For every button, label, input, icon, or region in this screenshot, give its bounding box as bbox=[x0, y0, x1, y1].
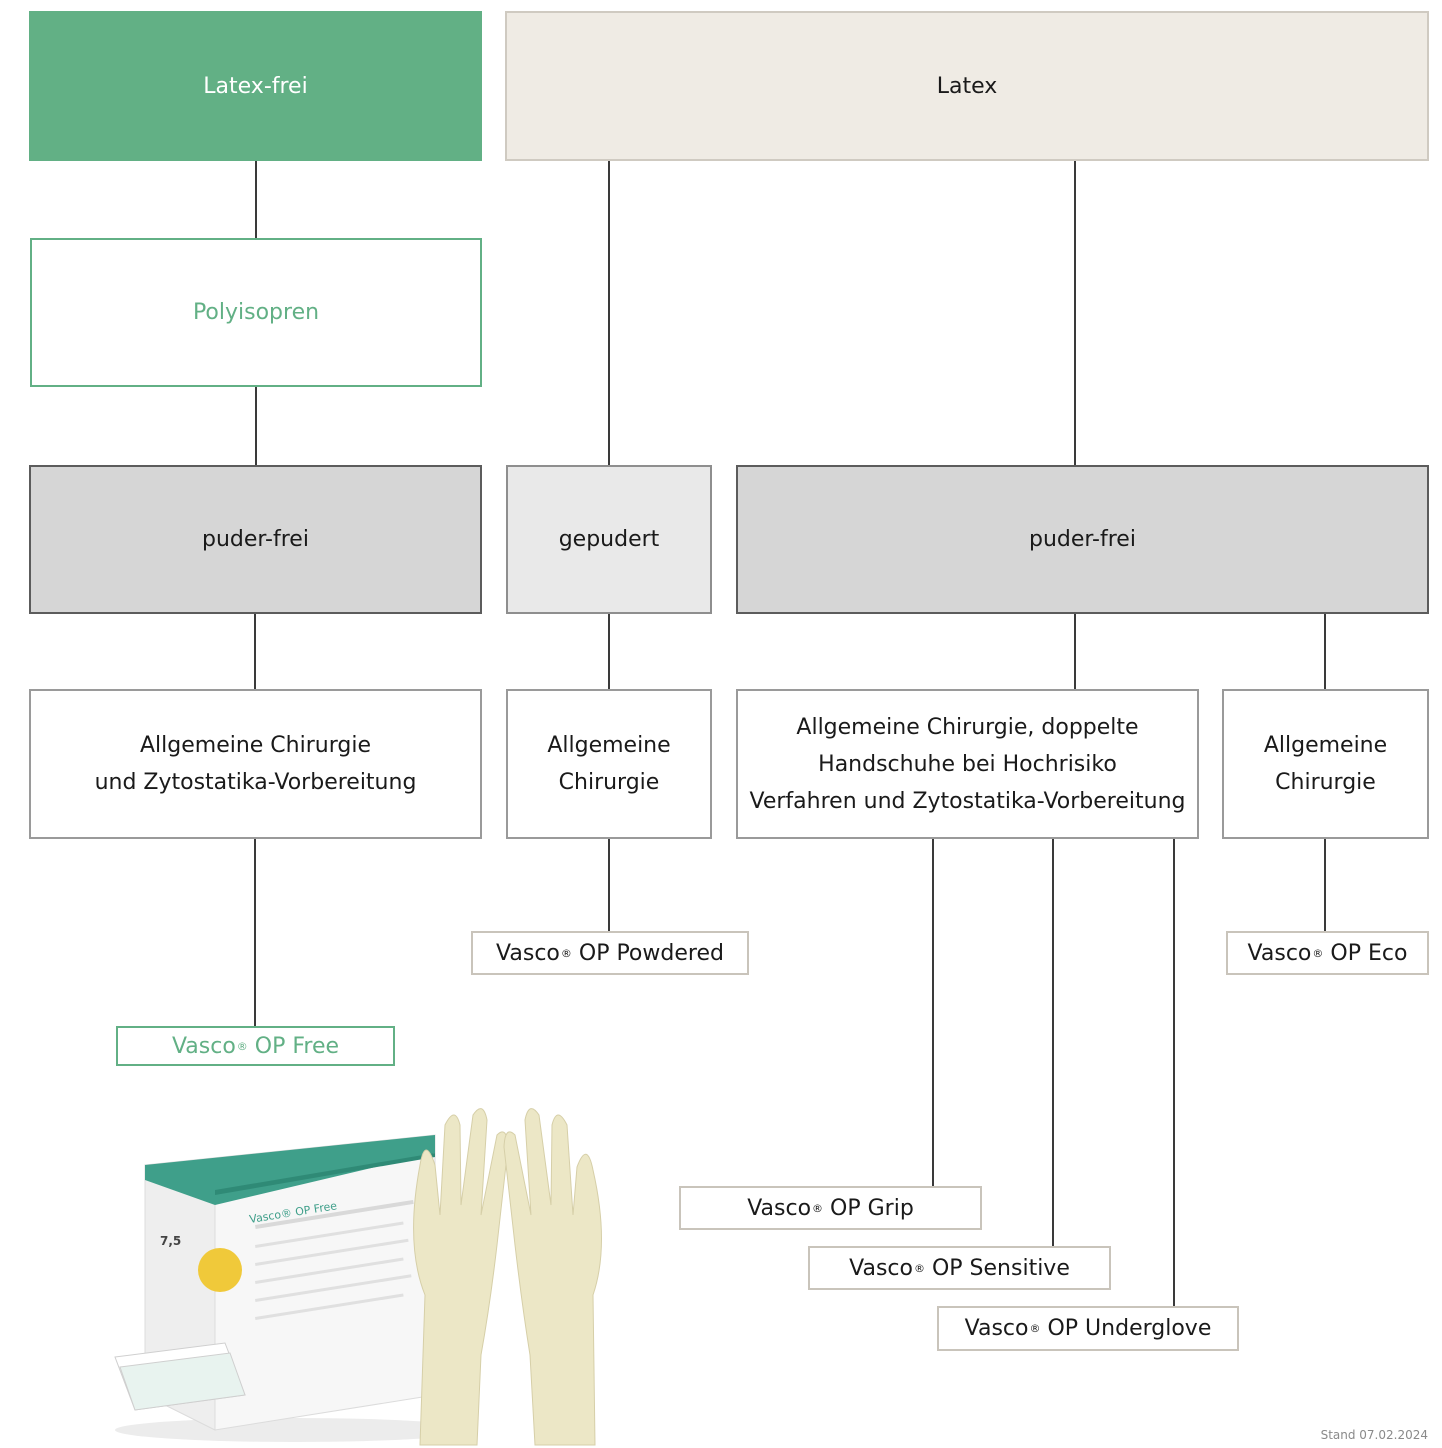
connector-application-powdered-product bbox=[608, 837, 610, 932]
material-polyisopren: Polyisopren bbox=[30, 238, 482, 387]
product-illustration: Vasco® OP Free 7,5 bbox=[114, 1108, 602, 1446]
application-double-gloving: Allgemeine Chirurgie, doppelte Handschuh… bbox=[736, 689, 1199, 839]
application-powdered-line-2: Chirurgie bbox=[558, 770, 660, 795]
product-op-powdered-name: OP Powdered bbox=[578, 940, 724, 966]
connector-puderfrei-eco bbox=[1324, 613, 1326, 691]
product-op-eco: Vasco® OP Eco bbox=[1226, 931, 1429, 975]
connector-latex-puderfrei-right bbox=[1074, 160, 1076, 466]
package-size-text: 7,5 bbox=[160, 1234, 181, 1248]
product-op-free-name: OP Free bbox=[254, 1033, 340, 1059]
application-double-line-2: Handschuhe bei Hochrisiko bbox=[818, 751, 1117, 777]
connector-double-underglove bbox=[1173, 837, 1175, 1307]
connector-puderfrei-application-left bbox=[254, 613, 256, 691]
application-eco-line-2: Chirurgie bbox=[1275, 770, 1376, 795]
product-op-grip-name: OP Grip bbox=[830, 1195, 914, 1221]
registered-mark: ® bbox=[812, 1201, 824, 1215]
product-op-sensitive-brand: Vasco bbox=[849, 1255, 913, 1281]
category-latex-free-label: Latex-frei bbox=[203, 73, 308, 99]
application-eco-line-1: Allgemeine bbox=[1263, 733, 1388, 758]
connector-latex-gepudert bbox=[608, 160, 610, 466]
powder-free-right-label: puder-frei bbox=[1029, 527, 1136, 552]
application-powdered: Allgemeine Chirurgie bbox=[506, 689, 712, 839]
powder-free-right: puder-frei bbox=[736, 465, 1429, 614]
registered-mark: ® bbox=[913, 1261, 925, 1275]
gloves bbox=[413, 1108, 602, 1446]
application-left-line-2: und Zytostatika-Vorbereitung bbox=[94, 770, 417, 795]
category-latex-label: Latex bbox=[936, 73, 998, 99]
footer-date: Stand 07.02.2024 bbox=[1320, 1428, 1428, 1442]
product-op-sensitive-name: OP Sensitive bbox=[931, 1255, 1070, 1281]
registered-mark: ® bbox=[1029, 1322, 1041, 1335]
product-op-grip: Vasco® OP Grip bbox=[679, 1186, 982, 1230]
connector-double-sensitive bbox=[1052, 837, 1054, 1247]
application-left: Allgemeine Chirurgie und Zytostatika-Vor… bbox=[29, 689, 482, 839]
product-op-grip-brand: Vasco bbox=[747, 1195, 812, 1221]
connector-gepudert-application bbox=[608, 613, 610, 691]
powder-powdered: gepudert bbox=[506, 465, 712, 614]
connector-eco-application-product bbox=[1324, 837, 1326, 932]
product-op-powdered: Vasco® OP Powdered bbox=[471, 931, 749, 975]
application-powdered-line-1: Allgemeine bbox=[547, 733, 671, 758]
connector-puderfrei-double bbox=[1074, 613, 1076, 691]
material-polyisopren-label: Polyisopren bbox=[192, 300, 320, 325]
category-latex: Latex bbox=[505, 11, 1429, 161]
product-op-sensitive: Vasco® OP Sensitive bbox=[808, 1246, 1111, 1290]
product-op-powdered-brand: Vasco bbox=[496, 940, 560, 966]
powder-powdered-label: gepudert bbox=[558, 527, 660, 552]
powder-free-left: puder-frei bbox=[29, 465, 482, 614]
connector-application-left-product bbox=[254, 837, 256, 1027]
product-op-eco-brand: Vasco bbox=[1247, 940, 1312, 966]
product-op-underglove: Vasco® OP Underglove bbox=[937, 1306, 1239, 1351]
glove-box: Vasco® OP Free 7,5 bbox=[114, 1134, 436, 1431]
product-op-underglove-name: OP Underglove bbox=[1047, 1316, 1212, 1341]
product-op-eco-name: OP Eco bbox=[1330, 940, 1408, 966]
product-op-underglove-brand: Vasco bbox=[964, 1316, 1029, 1341]
application-double-line-3: Verfahren und Zytostatika-Vorbereitung bbox=[749, 788, 1186, 814]
registered-mark: ® bbox=[1312, 946, 1324, 960]
registered-mark: ® bbox=[560, 946, 572, 960]
connector-polyisopren-puderfrei bbox=[255, 386, 257, 466]
registered-mark: ® bbox=[236, 1039, 248, 1053]
powder-free-left-label: puder-frei bbox=[202, 527, 309, 552]
product-op-free: Vasco® OP Free bbox=[116, 1026, 395, 1066]
application-eco: Allgemeine Chirurgie bbox=[1222, 689, 1429, 839]
category-latex-free: Latex-frei bbox=[29, 11, 482, 161]
connector-double-grip bbox=[932, 837, 934, 1187]
product-op-free-brand: Vasco bbox=[171, 1033, 236, 1059]
application-left-line-1: Allgemeine Chirurgie bbox=[139, 733, 371, 758]
connector-latexfree-polyisopren bbox=[255, 160, 257, 240]
application-double-line-1: Allgemeine Chirurgie, doppelte bbox=[796, 714, 1139, 740]
